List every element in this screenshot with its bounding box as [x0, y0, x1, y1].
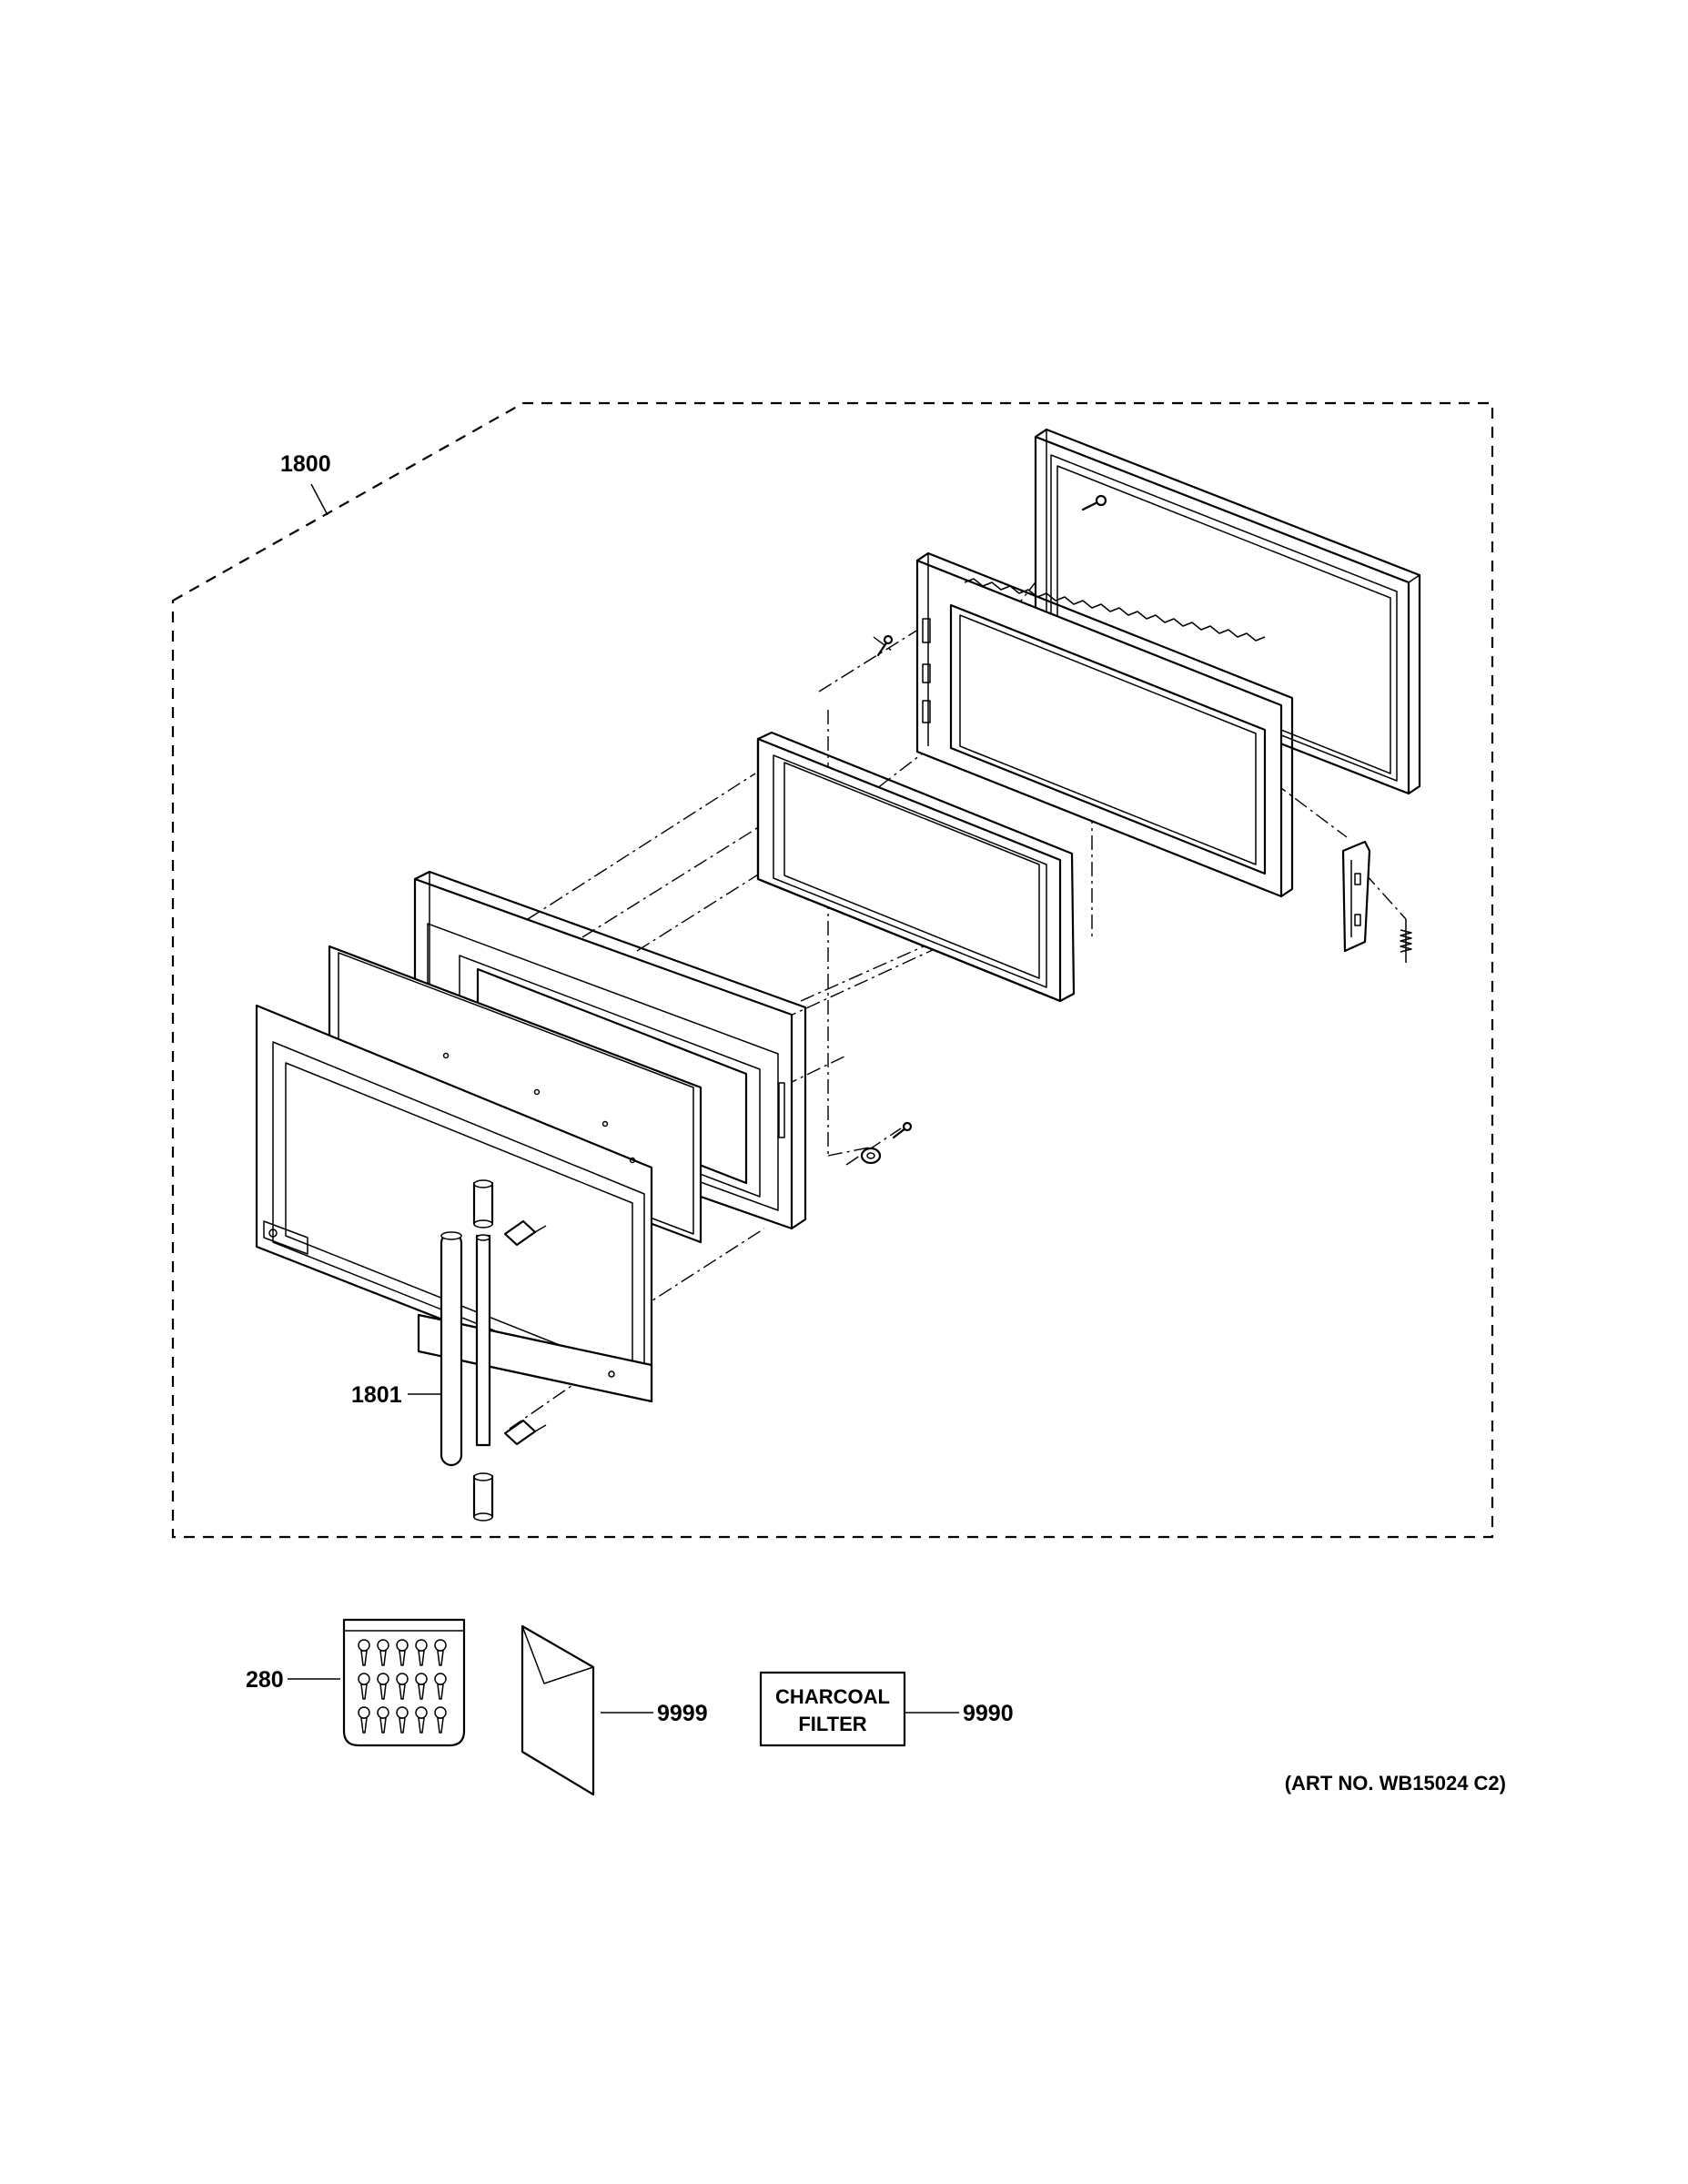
charcoal-filter-box	[759, 1671, 906, 1747]
handle-rod	[475, 1234, 491, 1447]
art-number: (ART NO. WB15024 C2)	[1285, 1772, 1506, 1795]
door-gasket	[756, 731, 1076, 1003]
label-1800: 1800	[280, 451, 331, 477]
screw-head	[396, 1706, 409, 1719]
screw-head	[377, 1639, 389, 1652]
handle-mount-lower	[503, 1419, 547, 1446]
literature-envelope	[521, 1624, 595, 1796]
door-back-panel	[1034, 428, 1421, 795]
hinge-screw	[892, 1121, 913, 1139]
screw-head	[434, 1706, 447, 1719]
charcoal-filter-line1: CHARCOAL	[775, 1685, 890, 1708]
screw-head	[358, 1706, 370, 1719]
latch-spring	[1400, 919, 1412, 963]
assembly-boundary	[171, 401, 1494, 1539]
screw-head	[434, 1639, 447, 1652]
screw-head	[358, 1673, 370, 1685]
label-1801: 1801	[351, 1382, 402, 1408]
handle-mount-upper	[503, 1219, 547, 1247]
door-choke-frame	[915, 551, 1294, 898]
handle-cap-bottom	[472, 1472, 494, 1522]
screw-head	[415, 1639, 428, 1652]
screw-head	[377, 1673, 389, 1685]
screw-head	[358, 1639, 370, 1652]
handle-tube	[440, 1231, 463, 1467]
label-9990: 9990	[963, 1701, 1014, 1726]
screw-head	[396, 1639, 409, 1652]
screw-top	[1081, 494, 1107, 511]
screw-head	[434, 1673, 447, 1685]
screw-head	[415, 1706, 428, 1719]
charcoal-filter-line2: FILTER	[798, 1713, 866, 1735]
label-280: 280	[246, 1667, 284, 1693]
screw-head	[415, 1673, 428, 1685]
hinge-bushing	[860, 1147, 882, 1165]
label-9999: 9999	[657, 1701, 708, 1726]
assembly-leader	[310, 483, 329, 516]
screw-choke	[876, 634, 894, 657]
latch-bracket	[1341, 840, 1371, 953]
hardware-screws	[358, 1639, 447, 1734]
handle-cap-top	[472, 1179, 494, 1228]
screw-head	[396, 1673, 409, 1685]
screw-head	[377, 1706, 389, 1719]
